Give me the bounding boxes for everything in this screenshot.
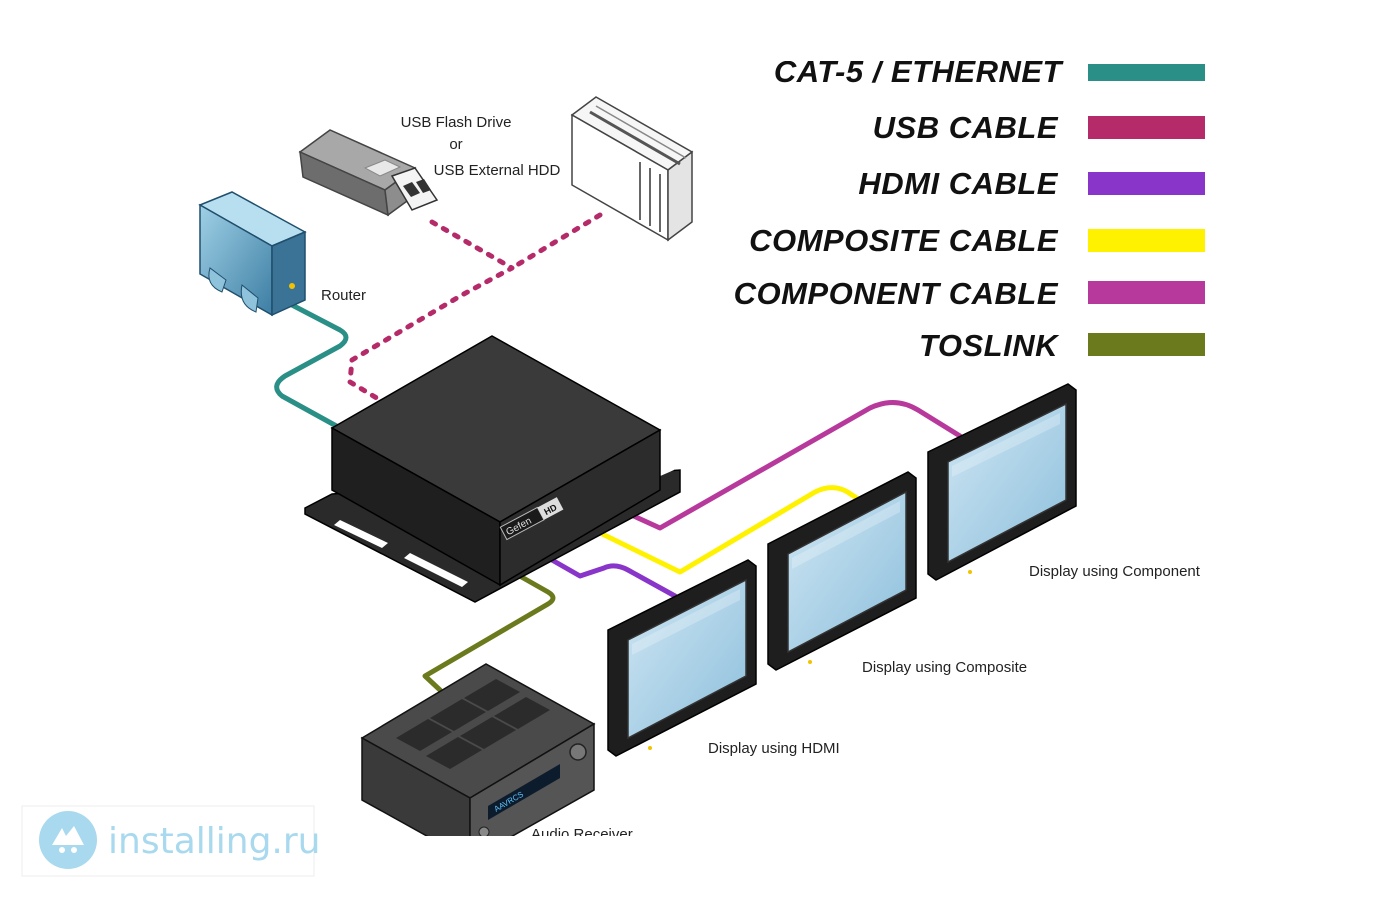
legend-swatch-hdmi [1088, 172, 1205, 195]
display-component [927, 383, 1077, 581]
usb-cable-external-hdd [509, 212, 603, 271]
legend-label-toslink: TOSLINK [919, 328, 1060, 363]
legend-item-composite: COMPOSITE CABLE [749, 223, 1205, 258]
legend-item-hdmi: HDMI CABLE [858, 166, 1205, 201]
display-composite-label: Display using Composite [862, 659, 1027, 676]
router-label: Router [321, 287, 366, 304]
toslink-cable [422, 572, 556, 693]
external-hdd [570, 96, 694, 242]
legend-label-composite: COMPOSITE CABLE [749, 223, 1059, 258]
usb-flash-drive [298, 129, 439, 217]
legend-swatch-usb [1088, 116, 1205, 139]
hdmi-cable [542, 553, 678, 599]
watermark-text: installing.ru [108, 821, 320, 862]
legend-swatch-composite [1088, 229, 1205, 252]
legend-label-hdmi: HDMI CABLE [858, 166, 1058, 201]
bottom-crop-mask [330, 836, 750, 900]
legend-label-component: COMPONENT CABLE [734, 276, 1059, 311]
usb-storage-label: USB Flash Drive or USB External HDD [401, 114, 561, 179]
usb-storage-label-line1: USB Flash Drive [401, 114, 512, 131]
watermark-logo-icon [39, 811, 97, 869]
audio-receiver: AAVRCS [360, 663, 596, 836]
legend-swatch-toslink [1088, 333, 1205, 356]
display-hdmi [607, 559, 757, 757]
usb-storage-label-line3: USB External HDD [434, 162, 561, 179]
hub-device: Gefen HD [304, 335, 681, 603]
legend-item-component: COMPONENT CABLE [734, 276, 1205, 311]
legend-item-toslink: TOSLINK [919, 328, 1205, 363]
legend-item-usb: USB CABLE [873, 110, 1205, 145]
display-component-label: Display using Component [1029, 563, 1201, 580]
legend-crop-mask [780, 0, 1280, 61]
usb-cable-flash-drive [347, 219, 515, 403]
legend-swatch-component [1088, 281, 1205, 304]
component-cable [622, 400, 963, 531]
composite-cable [587, 485, 883, 575]
usb-storage-label-line2: or [449, 136, 462, 153]
router [198, 191, 307, 317]
legend-swatch-ethernet [1088, 64, 1205, 81]
display-composite [767, 471, 917, 671]
ethernet-cable [274, 302, 349, 431]
legend-label-usb: USB CABLE [873, 110, 1059, 145]
cables [274, 212, 963, 693]
watermark: installing.ru [21, 805, 320, 877]
display-hdmi-label: Display using HDMI [708, 740, 840, 757]
cable-legend: CAT-5 / ETHERNET USB CABLE HDMI CABLE CO… [734, 0, 1280, 363]
